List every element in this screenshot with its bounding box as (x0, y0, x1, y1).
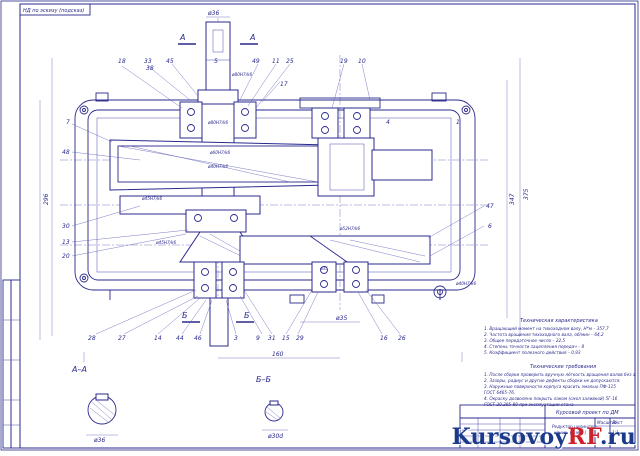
cut-mark-a-right: А (249, 33, 255, 42)
part-6: 6 (488, 223, 492, 230)
cut-mark-b-right: Б (244, 311, 250, 320)
title-project: Курсовой проект по ДМ (556, 410, 619, 416)
title-name-1: Редуктор цилиндро- (552, 424, 598, 429)
tech-req-4: ГОСТ 6465-76. (484, 390, 515, 395)
dimension-lines: ø36 375 347 296 160 ø35 (39, 10, 530, 362)
fit-4: ø40H7/k6 (207, 164, 229, 169)
intermediate-shaft (119, 195, 431, 265)
part-25: 25 (286, 58, 294, 65)
part-3: 3 (234, 335, 238, 342)
part-13: 13 (62, 239, 70, 246)
section-bb-title: Б–Б (256, 375, 271, 384)
part-11: 11 (272, 58, 280, 65)
section-aa-title: А–А (71, 365, 87, 374)
fit-6: ø45H7/k6 (155, 240, 177, 245)
part-33: 33 (144, 58, 152, 65)
fit-7: ø35 (319, 266, 328, 271)
part-5: 5 (214, 58, 218, 65)
dim-body-height: 347 (509, 193, 516, 205)
part-46: 46 (194, 335, 202, 342)
part-15: 15 (282, 335, 290, 342)
lower-shaft (193, 261, 369, 347)
tech-requirements: Технические требования 1. После сборки п… (484, 364, 636, 407)
part-28: 28 (88, 335, 96, 342)
top-stamp: НД по эскизу (подсказ) (19, 3, 91, 16)
watermark-tld: .ru (599, 424, 636, 450)
dim-bottom-length: 160 (272, 351, 284, 358)
watermark-accent: RF (567, 424, 600, 450)
watermark-main: Kursovoy (451, 424, 568, 450)
tech-req-3: 3. Наружные поверхности корпуса красить … (484, 384, 616, 389)
part-44: 44 (176, 335, 184, 342)
frame-border (19, 3, 636, 449)
title-scale-label: Масштаб (597, 420, 617, 425)
tech-char-3: 3. Общее передаточное число – 22,5 (484, 338, 565, 343)
part-26: 26 (398, 335, 406, 342)
tech-req-2: 2. Зазоры, радиус и другие дефекты сборк… (484, 378, 621, 383)
part-7: 7 (66, 119, 70, 126)
tech-char-1: 1. Вращающий момент на тихоходном валу, … (484, 326, 609, 331)
watermark: KursovoyRF.ru (452, 424, 636, 450)
gearbox-housing (74, 92, 476, 304)
tech-req-1: 1. После сборки проверить вручную лёгкос… (484, 372, 636, 377)
part-31: 31 (268, 335, 276, 342)
title-sheet-label: Лист (611, 420, 623, 425)
section-a-a: А–А ø36 (71, 365, 118, 444)
dim-left-height: 296 (43, 193, 50, 205)
fit-2: ø80H7/k6 (207, 120, 229, 125)
part-45: 45 (166, 58, 174, 65)
fit-1: ø80H7/k6 (231, 72, 253, 77)
cut-markers: А А Б Б (178, 33, 258, 323)
part-20: 20 (62, 253, 70, 260)
part-48: 48 (62, 149, 70, 156)
section-b-b: Б–Б ø30d (256, 375, 288, 440)
part-16: 16 (380, 335, 388, 342)
fit-3: ø60H7/k6 (209, 150, 231, 155)
right-bearings (299, 97, 381, 139)
part-19: 19 (340, 58, 348, 65)
part-29: 29 (296, 335, 304, 342)
tech-char-5: 5. Коэффициент полезного действия – 0,93 (484, 350, 581, 355)
tech-req-heading: Технические требования (530, 364, 596, 370)
fit-labels: ø80H7/k6 ø80H7/k6 ø60H7/k6 ø40H7/k6 ø45H… (141, 72, 477, 286)
dim-overall-height: 375 (523, 188, 530, 200)
section-bb-dim: ø30d (267, 433, 283, 440)
part-1: 1 (456, 119, 460, 126)
tech-req-5: 4. Окраску дозволено покрыть лаком (смол… (484, 396, 618, 401)
part-14: 14 (154, 335, 162, 342)
title-name-2: конич. (смеш.) (554, 430, 587, 435)
part-10: 10 (358, 58, 366, 65)
part-47: 47 (486, 203, 494, 210)
part-30: 30 (62, 223, 70, 230)
tech-characteristics: Техническая характеристика 1. Вращающий … (484, 318, 609, 355)
tech-req-6: ГОСТ 20.295-80 при эксплуатации стана (484, 402, 574, 407)
fit-9: ø40H7/k6 (455, 281, 477, 286)
title-sheet-total: 1:1 (612, 430, 619, 435)
part-17: 17 (280, 81, 288, 88)
part-27: 27 (118, 335, 126, 342)
part-4: 4 (386, 119, 390, 126)
cut-mark-a-left: А (179, 33, 185, 42)
stamp-top-text: НД по эскизу (подсказ) (23, 8, 84, 14)
tech-char-4: 4. Степень точности зацепления передач –… (484, 344, 584, 349)
binding-strip (2, 279, 21, 449)
part-18: 18 (118, 58, 126, 65)
part-9: 9 (256, 335, 260, 342)
fit-8: ø52H7/k6 (339, 226, 361, 231)
cut-mark-b-left: Б (182, 311, 188, 320)
title-block: Курсовой проект по ДМ Редуктор цилиндро-… (459, 404, 636, 449)
tech-char-2: 2. Частота вращения тихоходного вала, об… (484, 332, 604, 337)
fit-5: ø45H7/k6 (141, 196, 163, 201)
tech-char-heading: Техническая характеристика (520, 318, 598, 324)
dim-top-shaft: ø36 (207, 10, 219, 17)
part-49: 49 (252, 58, 260, 65)
section-aa-dim: ø36 (93, 437, 105, 444)
dim-lower-shaft: ø35 (335, 315, 347, 322)
part-callouts: 18 33 38 45 5 49 11 25 17 19 10 7 48 30 … (62, 58, 494, 342)
part-38: 38 (146, 65, 154, 72)
